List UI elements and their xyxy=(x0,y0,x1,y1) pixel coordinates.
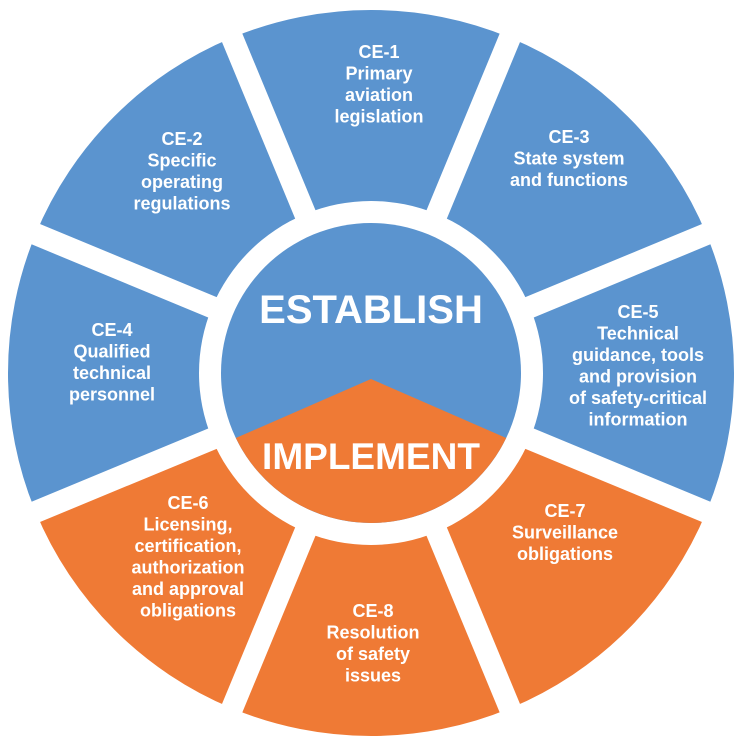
segments-layer xyxy=(7,9,735,736)
segment-code: CE-6 xyxy=(167,493,208,513)
establish-label: ESTABLISH xyxy=(259,288,483,332)
segment-line: Resolution xyxy=(327,623,420,643)
segment-code: CE-3 xyxy=(548,127,589,147)
segment-line: Qualified xyxy=(73,342,150,362)
implement-label: IMPLEMENT xyxy=(262,436,480,477)
segment-line: personnel xyxy=(69,385,155,405)
segment-line: obligations xyxy=(517,544,613,564)
segment-line: Specific xyxy=(147,151,216,171)
segment-ce-8 xyxy=(232,520,510,736)
segment-line: legislation xyxy=(334,107,423,127)
segment-divider xyxy=(509,220,718,325)
segment-line: Technical xyxy=(597,324,679,344)
center-hub: ESTABLISH IMPLEMENT xyxy=(199,201,543,545)
segment-line: Primary xyxy=(345,64,412,84)
segment-code: CE-8 xyxy=(352,601,393,621)
segment-ce-1 xyxy=(232,9,510,226)
segment-divider xyxy=(24,421,233,526)
segment-divider xyxy=(509,421,718,526)
segment-line: Licensing, xyxy=(143,515,232,535)
segment-line: of safety-critical xyxy=(569,388,707,408)
segment-line: obligations xyxy=(140,601,236,621)
segment-divider xyxy=(24,220,233,325)
segment-line: guidance, tools xyxy=(572,345,704,365)
segment-line: Surveillance xyxy=(512,523,618,543)
segment-line: and approval xyxy=(132,579,244,599)
segment-ce-6 xyxy=(35,434,310,709)
segment-line: technical xyxy=(73,363,151,383)
segment-ce-3 xyxy=(432,37,707,312)
segment-code: CE-2 xyxy=(161,129,202,149)
segment-ce-4 xyxy=(7,234,224,512)
segment-line: information xyxy=(589,410,688,430)
dividers-layer xyxy=(24,26,718,720)
segment-line: and provision xyxy=(579,367,697,387)
segment-divider xyxy=(218,26,323,235)
segment-ce-5 xyxy=(518,234,735,512)
segment-line: and functions xyxy=(510,170,628,190)
segment-divider xyxy=(218,511,323,720)
segment-line: regulations xyxy=(133,194,230,214)
hub-implement-area xyxy=(235,379,507,523)
segment-line: State system xyxy=(513,149,624,169)
segment-line: certification, xyxy=(134,536,241,556)
segment-line: operating xyxy=(141,172,223,192)
segment-divider xyxy=(419,511,524,720)
segment-divider xyxy=(419,26,524,235)
segment-line: of safety xyxy=(336,644,410,664)
segment-code: CE-1 xyxy=(358,42,399,62)
segment-ce-7 xyxy=(432,434,707,709)
segment-line: authorization xyxy=(132,558,245,578)
segment-code: CE-7 xyxy=(544,501,585,521)
segment-code: CE-4 xyxy=(91,320,132,340)
segment-code: CE-5 xyxy=(617,302,658,322)
segment-line: issues xyxy=(345,666,401,686)
segment-ce-2 xyxy=(35,37,310,312)
segment-line: aviation xyxy=(345,85,413,105)
